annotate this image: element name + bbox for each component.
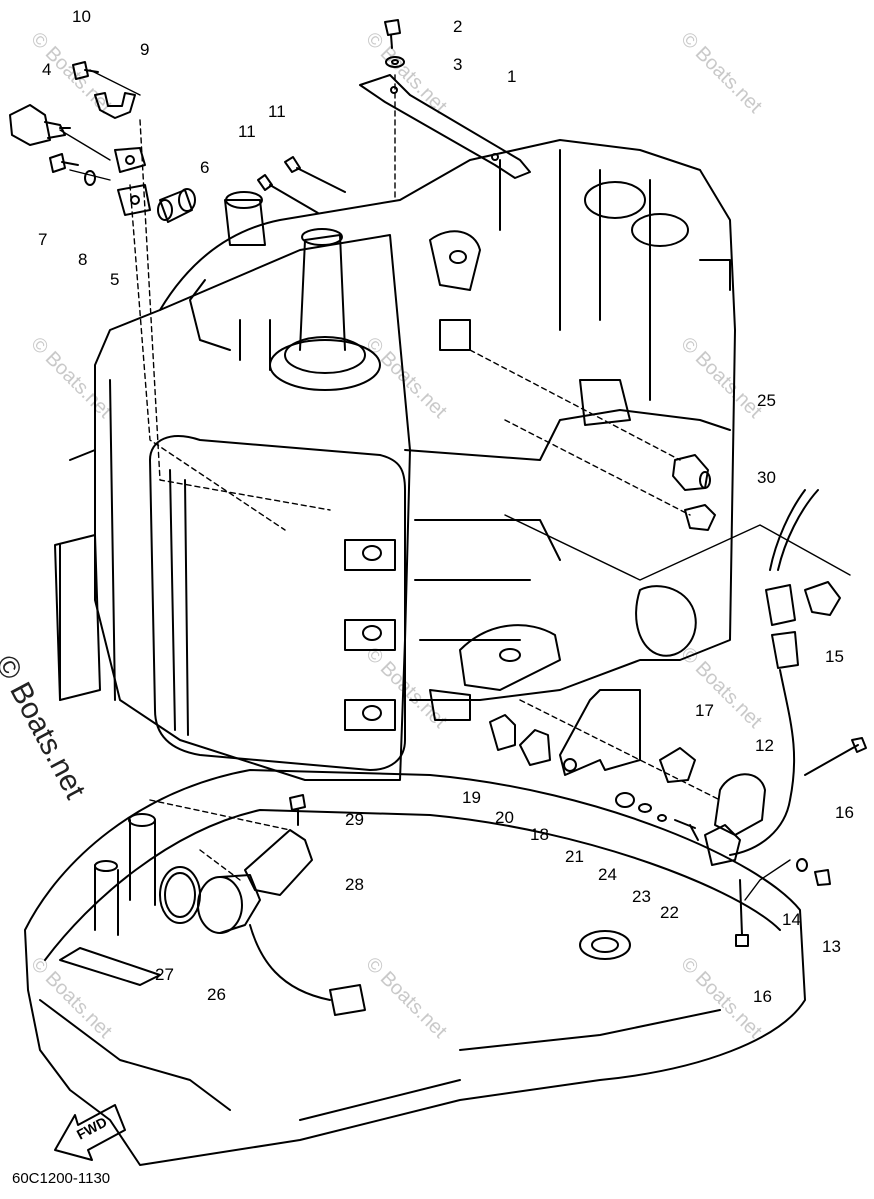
callout-11: 11 [268,102,286,121]
part-6-grommet [157,188,196,223]
part-4-sensor [9,104,71,146]
callout-labels: 1 2 3 4 5 6 7 8 9 10 11 11 12 13 14 15 1… [38,7,854,1006]
part-8-washer [84,170,96,186]
part-10-bolt [72,61,99,80]
callout-13: 13 [822,937,841,956]
callout-14: 14 [782,910,801,929]
part-19-20-bushings [489,714,551,766]
watermarks: © Boats.net © Boats.net © Boats.net © Bo… [26,28,766,1043]
callout-28: 28 [345,875,364,894]
callout-10: 10 [72,7,91,26]
callout-1: 1 [507,67,516,86]
watermark-text: © Boats.net [676,333,766,423]
part-1-stay [359,74,531,179]
callout-20: 20 [495,808,514,827]
callout-19: 19 [462,788,481,807]
callout-8: 8 [78,250,87,269]
callout-9: 9 [140,40,149,59]
part-11-ties [257,156,346,214]
part-9-clamp [94,92,136,119]
watermark-text: © Boats.net [676,28,766,118]
part-12-switch [704,773,766,866]
part-5-bracket [114,147,151,216]
bottom-cowling [24,769,806,1166]
callout-22: 22 [660,903,679,922]
callout-23: 23 [632,887,651,906]
part-13-14-bolt [796,858,831,886]
callout-18: 18 [530,825,549,844]
callout-21: 21 [565,847,584,866]
watermark-text: © Boats.net [26,953,116,1043]
callout-26: 26 [207,985,226,1004]
callout-12: 12 [755,736,774,755]
part-27-oring [159,866,201,924]
callout-16: 16 [753,987,772,1006]
leader-lines [59,69,851,901]
watermark-text: © Boats.net [26,28,116,118]
engine-block [54,139,736,781]
callout-4: 4 [42,60,51,79]
callout-17: 17 [695,701,714,720]
callout-25: 25 [757,391,776,410]
part-3-washer [385,56,405,68]
part-17-clip [659,747,696,783]
part-30-clip [684,504,716,531]
watermark-text: © Boats.net [361,953,451,1043]
callout-27: 27 [155,965,174,984]
part-26-sensor [197,874,366,1016]
callout-7: 7 [38,230,47,249]
callout-5: 5 [110,270,119,289]
callout-30: 30 [757,468,776,487]
callout-29: 29 [345,810,364,829]
watermark-text: © Boats.net [361,28,451,118]
callout-2: 2 [453,17,462,36]
callout-6: 6 [200,158,209,177]
guide-lines [129,74,721,881]
callout-16: 16 [835,803,854,822]
part-16-tie [735,737,867,947]
part-7-bolt [49,153,79,173]
part-18-plate [559,689,641,776]
wire-harness [729,489,819,856]
callout-15: 15 [825,647,844,666]
diagram-code: 60C1200-1130 [12,1170,111,1187]
part-2-bolt [384,19,401,49]
part-15-clip [804,581,841,616]
part-29-bolt [289,794,306,826]
callout-11: 11 [238,122,256,141]
fwd-arrow [54,1104,126,1161]
callout-24: 24 [598,865,617,884]
callout-3: 3 [453,55,462,74]
part-25-sensor [672,454,711,491]
part-21-24-washers [615,792,699,841]
